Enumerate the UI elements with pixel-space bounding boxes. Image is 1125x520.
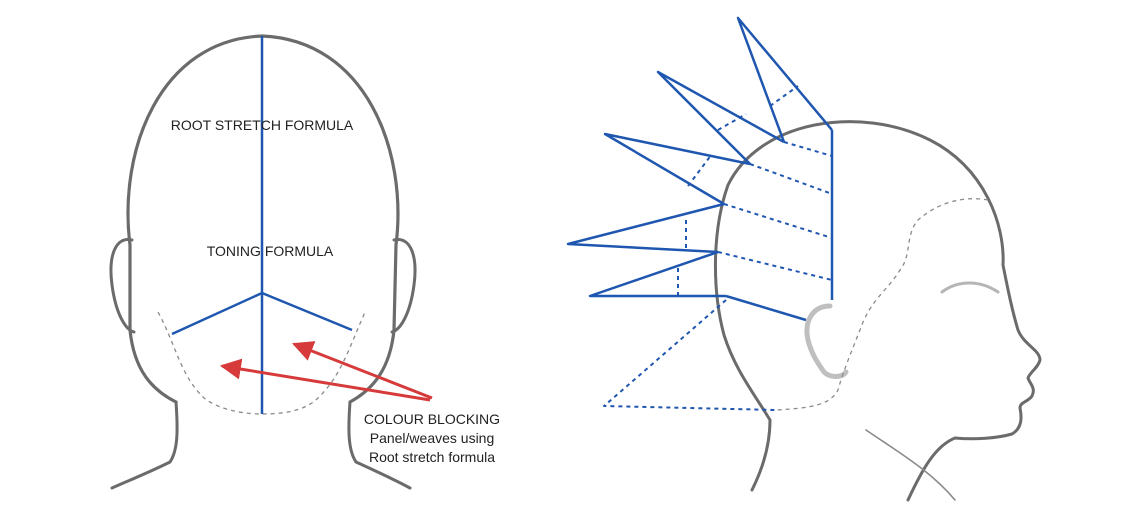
profile-hairline-dashed — [775, 198, 989, 411]
back-neck-left — [110, 400, 179, 490]
side-profile-head — [566, 16, 1042, 502]
colour-blocking-line-3: Root stretch formula — [369, 449, 495, 465]
back-right-ear — [390, 238, 417, 334]
profile-section-triangle-4 — [566, 202, 725, 254]
profile-section-triangle-2 — [656, 70, 785, 165]
profile-lower-section-line — [725, 294, 807, 322]
toning-label: TONING FORMULA — [207, 243, 334, 259]
back-left-diagonal-section — [171, 291, 263, 336]
profile-ear — [804, 303, 849, 379]
profile-dotted-head-lines — [717, 141, 833, 281]
profile-neck-front-line — [865, 429, 956, 501]
colour-blocking-line-2: Panel/weaves using — [370, 430, 495, 446]
profile-dotted-connectors — [677, 85, 799, 296]
back-neck-right — [347, 400, 412, 490]
profile-lower-dotted-triangle — [603, 299, 777, 411]
profile-head-outline — [713, 120, 1042, 502]
root-stretch-label: ROOT STRETCH FORMULA — [171, 117, 354, 133]
back-left-ear — [109, 238, 136, 334]
profile-section-triangle-1 — [736, 16, 833, 143]
colour-blocking-arrow-1 — [219, 358, 431, 402]
back-view-head: ROOT STRETCH FORMULA TONING FORMULA COLO… — [109, 34, 500, 490]
profile-section-triangle-5 — [588, 250, 726, 298]
back-nape-hairline-dashed — [157, 309, 367, 415]
profile-section-triangle-3 — [603, 132, 751, 206]
colour-blocking-title: COLOUR BLOCKING — [364, 411, 500, 427]
profile-eyebrow — [940, 281, 1000, 294]
back-right-diagonal-section — [261, 291, 353, 332]
colour-blocking-arrow-2 — [292, 341, 433, 400]
profile-neck-back — [750, 418, 772, 492]
